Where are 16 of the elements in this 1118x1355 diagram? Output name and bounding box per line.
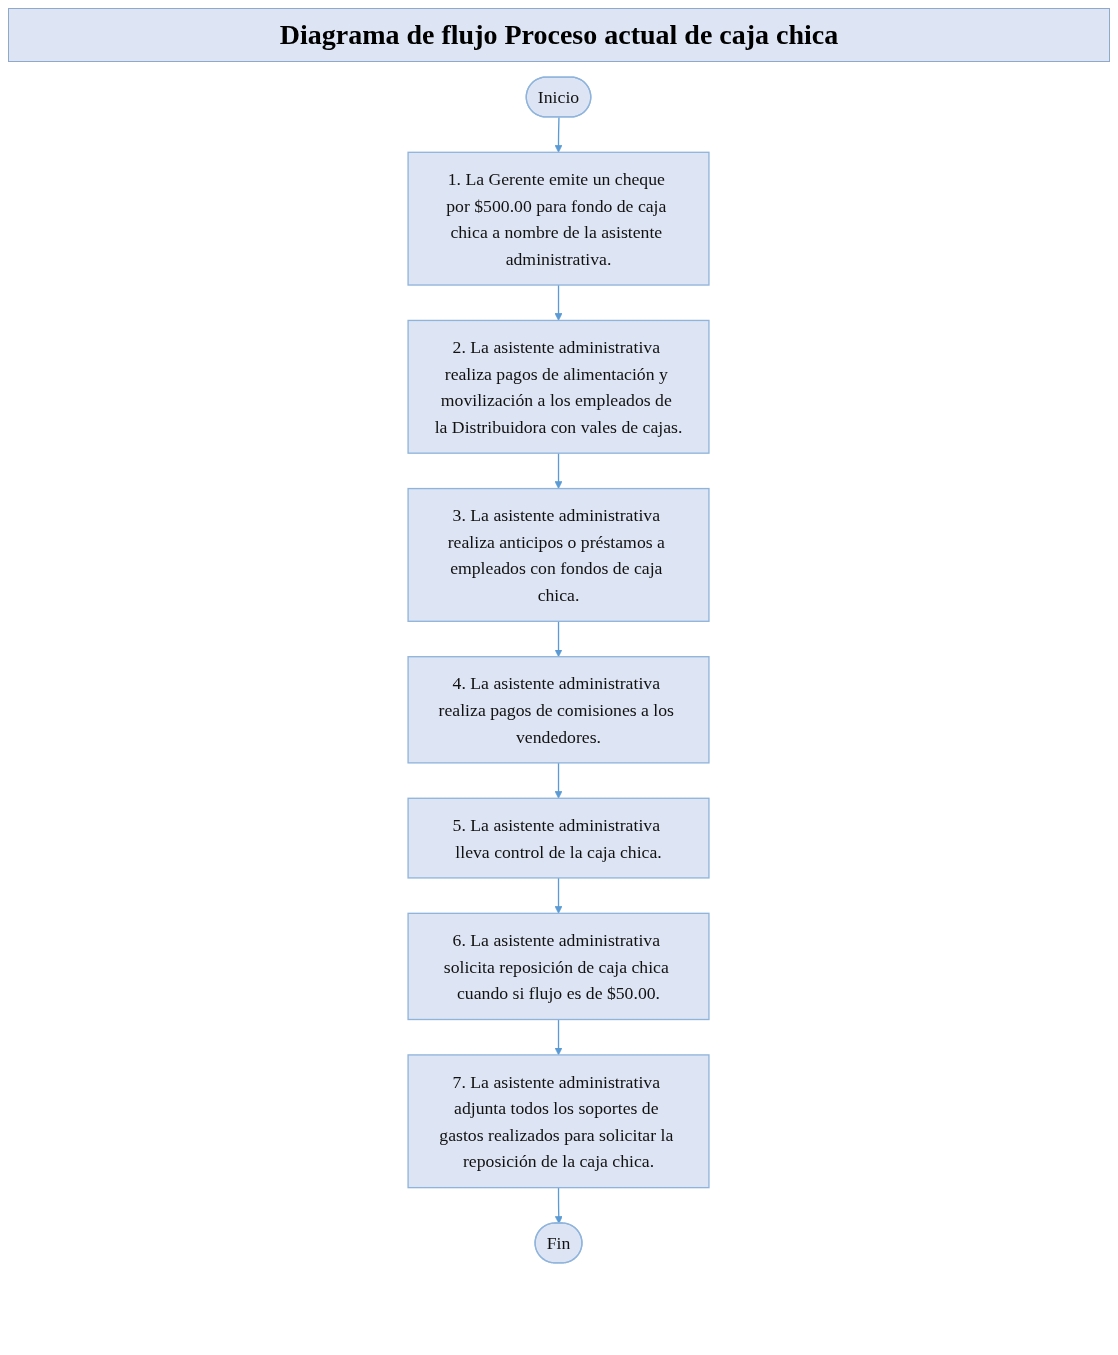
node-box: 2. La asistente administrativa realiza pagos de alimentación y movilización a los empleados de la Distribuidora con vales de cajas.	[407, 319, 711, 454]
arrow	[555, 877, 563, 914]
arrow	[555, 116, 563, 153]
node-box: 4. La asistente administrativa realiza pagos de comisiones a los vendedores.	[407, 656, 711, 764]
arrow	[555, 1186, 564, 1224]
diagram-title: Diagrama de flujo Proceso actual de caja chica	[8, 8, 1110, 62]
node-box: 7. La asistente administrativa adjunta todos los soportes de gastos realizados para solicitar la reposición de la caja chica.	[407, 1054, 711, 1189]
arrow	[555, 452, 563, 489]
node-box: 3. La asistente administrativa realiza anticipos o préstamos a empleados con fondos de caja chica.	[407, 487, 711, 622]
arrow	[555, 762, 563, 799]
node-box: 5. La asistente administrativa lleva control de la caja chica.	[407, 797, 711, 879]
node-box: 1. La Gerente emite un cheque por $500.00 para fondo de caja chica a nombre de la asistente administrativa.	[407, 151, 711, 286]
arrow	[555, 284, 563, 321]
arrow	[555, 620, 563, 658]
arrow	[555, 1018, 563, 1056]
node-box: 6. La asistente administrativa solicita reposición de caja chica cuando si flujo es de $50.00.	[407, 912, 711, 1021]
